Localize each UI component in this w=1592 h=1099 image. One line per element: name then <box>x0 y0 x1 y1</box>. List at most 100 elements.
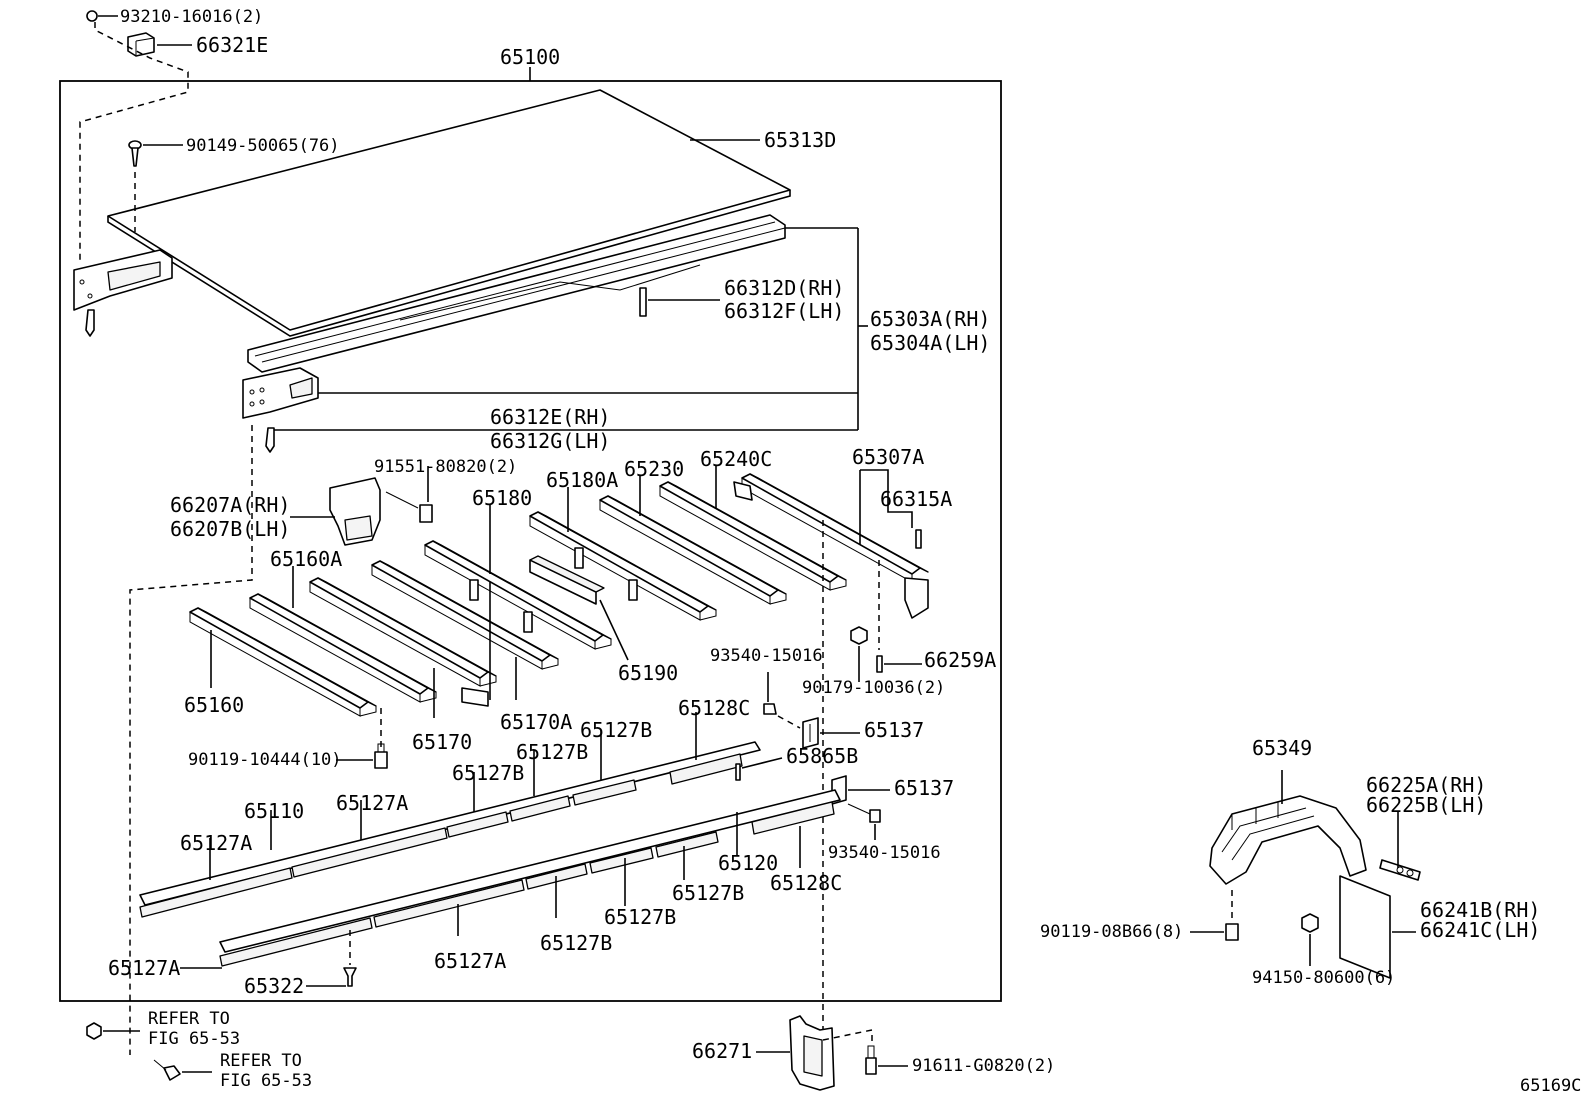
label-65127B-b: 65127B <box>516 740 588 764</box>
label-91551-80820: 91551-80820(2) <box>374 457 517 477</box>
pin-66312E-icon <box>265 427 275 453</box>
pin-66312D-icon <box>639 287 647 317</box>
label-66312E: 66312E(RH) <box>490 405 610 429</box>
crossmember-65170A <box>371 560 559 670</box>
nut-90179-icon <box>850 626 868 645</box>
label-65127B-c: 65127B <box>452 761 524 785</box>
crossmember-65170 <box>309 577 497 687</box>
crossmember-65307A <box>733 473 929 619</box>
label-65127B-f: 65127B <box>540 931 612 955</box>
label-65180: 65180 <box>472 486 532 510</box>
crossmember-65180A <box>529 511 717 621</box>
pin-rear-icon <box>85 309 95 337</box>
label-91611-G0820: 91611-G0820(2) <box>912 1056 1055 1076</box>
sill-65120 <box>219 789 841 967</box>
label-93210-16016: 93210-16016(2) <box>120 7 263 27</box>
bolt-90119-08B66-icon <box>1225 923 1239 941</box>
label-refer-to-1: REFER TO <box>148 1009 230 1029</box>
label-66207B: 66207B(LH) <box>170 517 290 541</box>
bolt-90119-10444-icon <box>374 743 388 769</box>
label-65349: 65349 <box>1252 736 1312 760</box>
label-65128C-lower: 65128C <box>770 871 842 895</box>
label-65127A-d: 65127A <box>434 949 506 973</box>
crossmember-65160 <box>189 607 377 717</box>
label-65120: 65120 <box>718 851 778 875</box>
label-65127B-d: 65127B <box>672 881 744 905</box>
crossmember-65180 <box>424 540 612 650</box>
mudflap-66241-icon <box>1339 875 1391 979</box>
label-90149-50065: 90149-50065(76) <box>186 136 340 156</box>
label-65307A: 65307A <box>852 445 924 469</box>
label-66225B: 66225B(LH) <box>1366 793 1486 817</box>
crossmember-65190 <box>529 555 605 605</box>
label-66312F: 66312F(LH) <box>724 299 844 323</box>
pin-66259A-icon <box>876 655 883 673</box>
bolt-93540-upper-icon <box>763 703 801 729</box>
label-65865B: 65865B <box>786 744 858 768</box>
bolt-91551-icon <box>385 491 433 523</box>
label-66225A: 66225A(RH) <box>1366 773 1486 797</box>
nut-94150-icon <box>1301 913 1319 933</box>
screw-65322-icon <box>343 967 357 987</box>
bracket-66225-icon <box>1379 859 1421 881</box>
label-65190: 65190 <box>618 661 678 685</box>
label-65313D: 65313D <box>764 128 836 152</box>
label-65322: 65322 <box>244 974 304 998</box>
label-66241B: 66241B(RH) <box>1420 898 1540 922</box>
label-66259A: 66259A <box>924 648 996 672</box>
label-65160: 65160 <box>184 693 244 717</box>
label-65127A-c: 65127A <box>108 956 180 980</box>
cushion-66321E-icon <box>127 32 155 57</box>
label-refer-fig-2: FIG 65-53 <box>220 1071 312 1091</box>
label-66321E: 66321E <box>196 33 268 57</box>
figure-id: 65169C <box>1520 1076 1581 1096</box>
bolt-refer-lower-icon <box>153 1059 181 1081</box>
mudguard-65349 <box>1209 795 1367 885</box>
label-90179-10036: 90179-10036(2) <box>802 678 945 698</box>
label-65137-upper: 65137 <box>864 718 924 742</box>
bracket-65137-upper-icon <box>802 717 819 749</box>
deck-board-65313D <box>107 89 791 337</box>
label-refer-fig-1: FIG 65-53 <box>148 1029 240 1049</box>
nut-refer-upper-icon <box>86 1022 102 1040</box>
label-66312G: 66312G(LH) <box>490 429 610 453</box>
corner-bracket-front <box>242 367 319 419</box>
label-65170A: 65170A <box>500 710 572 734</box>
label-90119-10444: 90119-10444(10) <box>188 750 342 770</box>
corner-bracket-rear <box>73 249 173 311</box>
label-93540-15016-upper: 93540-15016 <box>710 646 823 666</box>
label-90119-08B66: 90119-08B66(8) <box>1040 922 1183 942</box>
label-65128C-upper: 65128C <box>678 696 750 720</box>
label-94150-80600: 94150-80600(6) <box>1252 968 1395 988</box>
label-66241C: 66241C(LH) <box>1420 918 1540 942</box>
sill-65110 <box>139 741 761 918</box>
label-65180A: 65180A <box>546 468 618 492</box>
pin-66315A-icon <box>915 529 922 549</box>
crossmember-65160A <box>249 593 437 703</box>
bolt-91611-icon <box>865 1045 877 1075</box>
crossmember-65230 <box>599 495 787 605</box>
label-refer-to-2: REFER TO <box>220 1051 302 1071</box>
stay-66271-icon <box>789 1015 835 1091</box>
label-65230: 65230 <box>624 457 684 481</box>
label-66207A: 66207A(RH) <box>170 493 290 517</box>
label-65100: 65100 <box>500 45 560 69</box>
label-65127A-a: 65127A <box>336 791 408 815</box>
label-65240C: 65240C <box>700 447 772 471</box>
label-66315A: 66315A <box>880 487 952 511</box>
label-93540-15016-lower: 93540-15016 <box>828 843 941 863</box>
label-65127A-b: 65127A <box>180 831 252 855</box>
label-65110: 65110 <box>244 799 304 823</box>
label-66312D: 66312D(RH) <box>724 276 844 300</box>
label-65170: 65170 <box>412 730 472 754</box>
label-65127B-e: 65127B <box>604 905 676 929</box>
label-65160A: 65160A <box>270 547 342 571</box>
crossmember-65240C <box>659 481 847 591</box>
pin-65865B-icon <box>735 763 741 781</box>
label-65303A: 65303A(RH) <box>870 307 990 331</box>
side-rail-65303A <box>247 214 786 373</box>
bolt-93540-lower-icon <box>847 803 881 823</box>
bracket-65170A-icon <box>461 687 489 707</box>
label-66271: 66271 <box>692 1039 752 1063</box>
